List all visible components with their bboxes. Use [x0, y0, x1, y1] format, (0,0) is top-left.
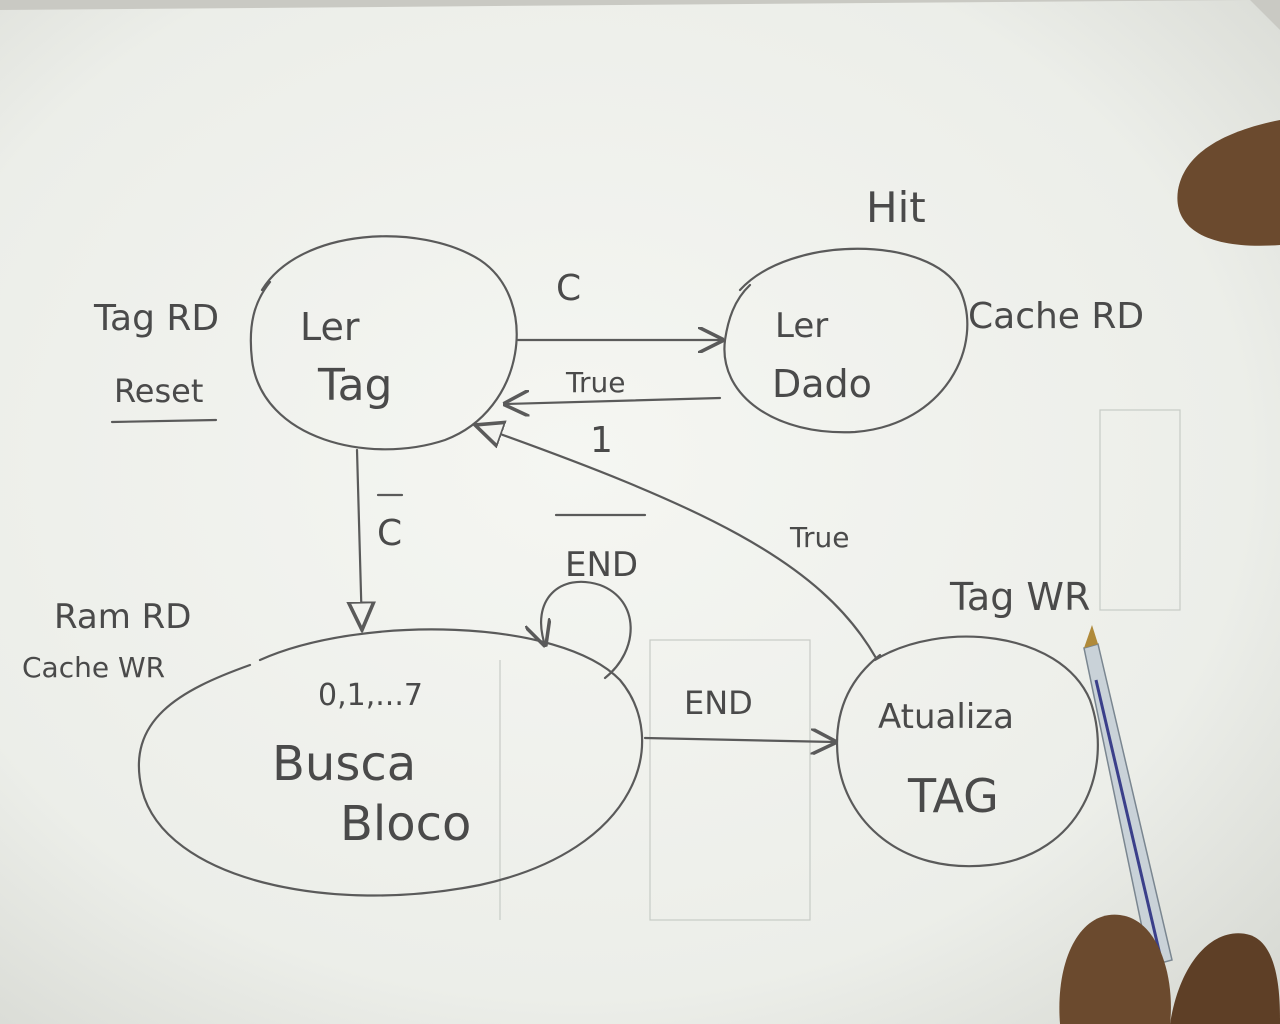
output-cache-wr: Cache WR: [22, 651, 165, 684]
pen-tip: [1084, 625, 1098, 648]
outputs-ler-dados: Hit Cache RD: [866, 183, 1144, 337]
finger-bottom-right: [1170, 933, 1280, 1024]
state-ler-dados-line2: Dado: [772, 362, 872, 406]
state-ler-tag-line2: Tag: [317, 360, 393, 411]
label-busca-to-atualiza: END: [684, 684, 753, 722]
state-atualiza-tag-line1: Atualiza: [878, 697, 1014, 737]
label-tag-to-busca: C: [377, 513, 402, 554]
output-ram-rd: Ram RD: [54, 597, 191, 637]
outputs-busca-bloco: Ram RD Cache WR: [22, 597, 191, 684]
label-atualiza-to-tag: True: [789, 521, 849, 554]
label-dados-to-tag-top: True: [565, 366, 625, 399]
label-dados-to-tag-bottom: 1: [590, 420, 613, 461]
state-ler-tag-line1: Ler: [300, 305, 360, 349]
finger-bottom: [1059, 914, 1171, 1024]
output-tag-rd: Tag RD: [93, 298, 219, 339]
transition-atualiza-to-tag: True: [475, 425, 878, 660]
label-tag-to-dados: C: [556, 268, 581, 309]
output-cache-rd: Cache RD: [968, 296, 1144, 337]
state-busca-bloco-counter: 0,1,...7: [318, 678, 423, 713]
reset-underline: [110, 418, 218, 424]
transition-busca-self-loop: END: [541, 513, 647, 680]
state-busca-bloco: 0,1,...7 Busca Bloco: [137, 628, 644, 897]
output-hit: Hit: [866, 183, 926, 232]
outputs-ler-tag: Tag RD Reset: [93, 298, 219, 424]
state-ler-dados-line1: Ler: [775, 306, 828, 346]
state-ler-dados: Ler Dado: [723, 247, 969, 434]
thumb-top-right: [1177, 120, 1280, 246]
state-atualiza-tag-line2: TAG: [907, 769, 999, 823]
paper-texture: [499, 409, 1181, 921]
state-busca-bloco-line1: Busca: [272, 736, 416, 792]
state-busca-bloco-line2: Bloco: [340, 796, 471, 852]
outputs-atualiza-tag: Tag WR: [949, 575, 1090, 619]
transition-tag-to-busca: C: [357, 448, 404, 630]
pen-ink-tube: [1094, 679, 1162, 956]
transition-busca-to-atualiza: END: [643, 684, 835, 742]
transition-dados-to-tag: True 1: [505, 366, 722, 461]
hand-holding-pen: [1059, 120, 1280, 1024]
output-tag-wr: Tag WR: [949, 575, 1090, 619]
state-atualiza-tag: Atualiza TAG: [836, 635, 1099, 868]
transition-tag-to-dados: C: [516, 268, 722, 340]
label-busca-self-loop: END: [565, 545, 638, 585]
state-ler-tag: Ler Tag: [249, 235, 518, 451]
output-reset: Reset: [114, 372, 203, 410]
